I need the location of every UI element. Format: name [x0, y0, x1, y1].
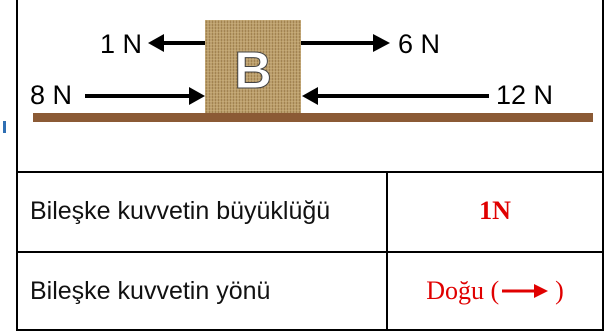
direction-close: )	[555, 276, 564, 305]
force-label-left-bottom: 8 N	[30, 80, 72, 110]
ground-surface	[33, 113, 593, 122]
force-diagram-svg: B 1 N 6 N 8 N 12 N	[30, 20, 593, 122]
block-label: B	[234, 42, 272, 100]
direction-label: Bileşke kuvvetin yönü	[18, 253, 388, 329]
force-label-right-top: 6 N	[398, 29, 440, 59]
magnitude-label: Bileşke kuvvetin büyüklüğü	[18, 171, 388, 251]
table-row-direction: Bileşke kuvvetin yönü Doğu ( )	[18, 251, 602, 329]
force-label-left-top: 1 N	[100, 29, 142, 59]
magnitude-value: 1N	[479, 196, 511, 225]
table-row-magnitude: Bileşke kuvvetin büyüklüğü 1N	[18, 171, 602, 251]
force-arrow-left-top-head	[148, 34, 164, 52]
force-label-right-bottom: 12 N	[496, 80, 553, 110]
force-arrow-right-top-head	[373, 34, 390, 52]
force-arrow-left-bottom-head	[189, 87, 205, 105]
force-diagram: B 1 N 6 N 8 N 12 N	[18, 0, 602, 173]
result-table: Bileşke kuvvetin büyüklüğü 1N Bileşke ku…	[18, 171, 602, 329]
left-edge-marker	[3, 118, 11, 134]
worksheet-frame: B 1 N 6 N 8 N 12 N Bileşke kuvvetin büyü…	[16, 0, 604, 331]
direction-value: Doğu ( )	[388, 253, 602, 329]
force-arrow-right-bottom-head	[302, 87, 318, 105]
east-arrow-icon	[502, 284, 549, 298]
block-b	[205, 20, 301, 113]
direction-text: Doğu (	[426, 276, 500, 305]
